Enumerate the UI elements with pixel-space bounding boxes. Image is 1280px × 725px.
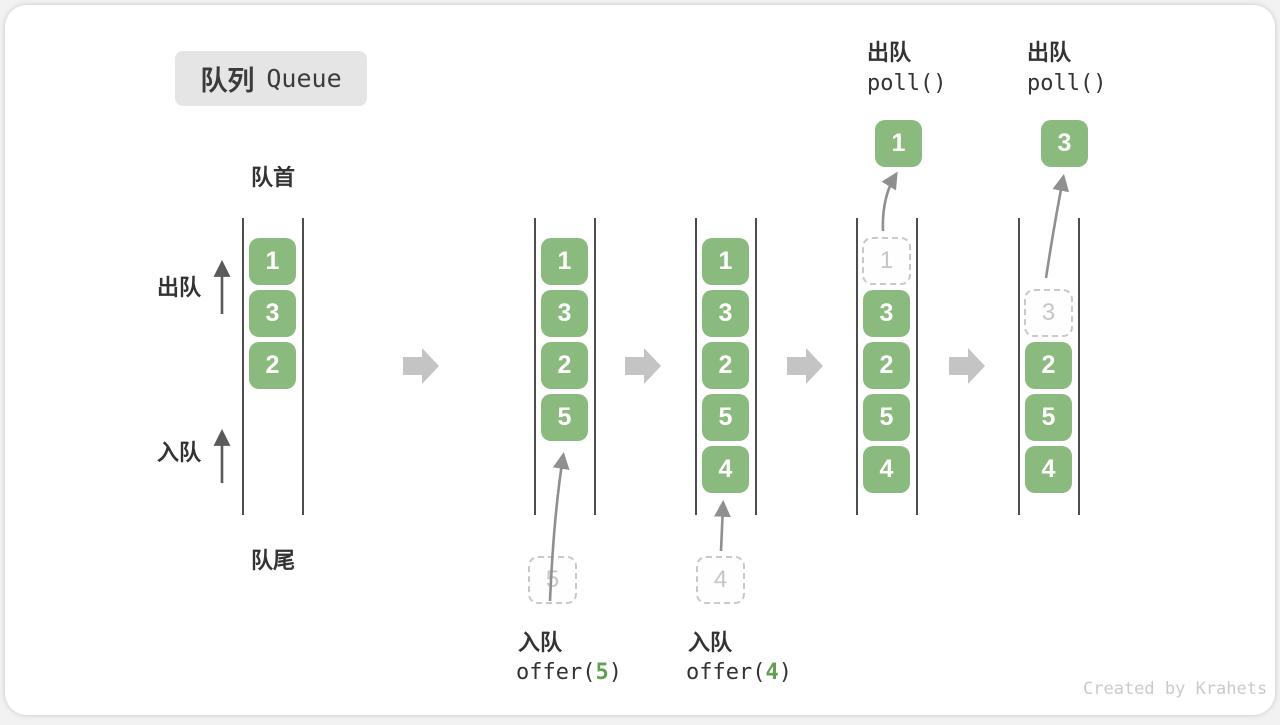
code-arg: 5 [595, 660, 609, 685]
queue-element: 4 [863, 446, 910, 493]
code-open: offer( [516, 660, 596, 685]
queue-element: 5 [1025, 394, 1072, 441]
queue-element: 4 [702, 446, 749, 493]
watermark: Created by Krahets [1083, 679, 1268, 699]
queue-element: 5 [863, 394, 910, 441]
enqueue-op-label: 入队 [688, 630, 733, 655]
arrows-overlay [213, 171, 1070, 602]
queue-element: 5 [541, 394, 588, 441]
state3-right-wall [755, 218, 757, 515]
queue-element: 1 [541, 238, 588, 285]
state-transition-arrow-icon [787, 348, 823, 384]
state2-left-wall [534, 218, 536, 515]
state3-left-wall [695, 218, 697, 515]
queue-element: 2 [1025, 342, 1072, 389]
queue-front-label: 队首 [250, 165, 295, 190]
queue-element: 3 [249, 290, 296, 337]
removed-slot: 3 [1024, 289, 1073, 337]
queue-element: 1 [702, 238, 749, 285]
state-transition-arrow-icon [949, 348, 985, 384]
diagram-card: 队列 Queue 队首 队尾 出队 入队 1 3 2 1 3 2 5 5 入队 … [5, 5, 1275, 715]
popped-element: 3 [1041, 120, 1088, 167]
state2-right-wall [594, 218, 596, 515]
dequeue-op-code: poll() [867, 71, 947, 96]
pending-enqueue-element: 5 [528, 556, 577, 604]
removed-slot: 1 [862, 237, 911, 285]
queue-element: 4 [1025, 446, 1072, 493]
code-close: ) [778, 660, 792, 685]
state4-right-wall [916, 218, 918, 515]
queue-element: 2 [249, 342, 296, 389]
code-arg: 4 [765, 660, 779, 685]
dequeue-remove-arrow-icon [1044, 174, 1070, 279]
queue-element: 2 [863, 342, 910, 389]
dequeue-remove-arrow-icon [881, 171, 898, 232]
state-transition-arrow-icon [625, 348, 661, 384]
enqueue-op-code: offer(4) [686, 660, 792, 685]
queue-element: 3 [541, 290, 588, 337]
queue-element: 1 [249, 238, 296, 285]
code-open: offer( [686, 660, 766, 685]
state1-left-wall [242, 218, 244, 515]
dequeue-op-label: 出队 [867, 40, 912, 65]
queue-rear-label: 队尾 [250, 548, 295, 573]
popped-element: 1 [875, 120, 922, 167]
title-badge: 队列 Queue [175, 51, 367, 106]
enqueue-insert-arrow-icon [714, 499, 731, 552]
queue-element: 3 [863, 290, 910, 337]
state5-right-wall [1078, 218, 1080, 515]
title-zh: 队列 [200, 66, 255, 96]
enqueue-side-label: 入队 [157, 440, 202, 465]
queue-element: 2 [541, 342, 588, 389]
state-transition-arrow-icon [403, 348, 439, 384]
queue-element: 3 [702, 290, 749, 337]
queue-element: 5 [702, 394, 749, 441]
state5-left-wall [1018, 218, 1020, 515]
dequeue-op-code: poll() [1027, 71, 1107, 96]
queue-element: 2 [702, 342, 749, 389]
state4-left-wall [856, 218, 858, 515]
code-close: ) [608, 660, 622, 685]
enqueue-op-label: 入队 [518, 630, 563, 655]
state1-right-wall [302, 218, 304, 515]
pending-enqueue-element: 4 [696, 556, 745, 604]
title-en: Queue [266, 64, 342, 93]
dequeue-op-label: 出队 [1027, 40, 1072, 65]
dequeue-side-label: 出队 [157, 275, 202, 300]
enqueue-op-code: offer(5) [516, 660, 622, 685]
